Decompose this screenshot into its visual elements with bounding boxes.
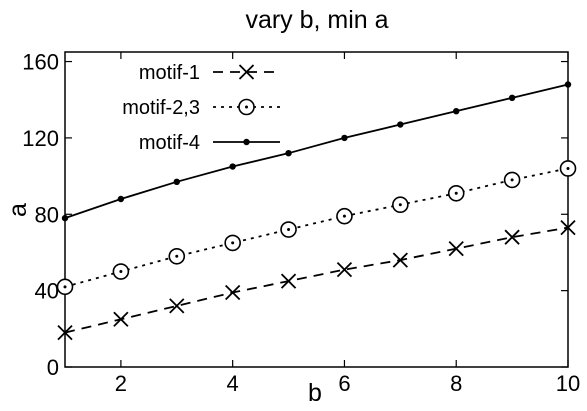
data-point	[448, 240, 464, 257]
series-line	[64, 226, 569, 334]
series-group	[56, 81, 577, 341]
y-tick-label: 0	[47, 355, 59, 380]
legend-marker	[243, 138, 250, 146]
data-point	[397, 121, 404, 128]
data-point	[280, 221, 297, 238]
x-tick-label: 6	[338, 371, 350, 396]
data-point	[341, 134, 348, 142]
data-point	[280, 273, 297, 289]
data-point	[504, 229, 520, 245]
data-point	[57, 324, 73, 341]
x-tick-label: 10	[556, 371, 580, 396]
data-point	[560, 219, 576, 236]
legend-marker	[238, 98, 255, 116]
data-point	[112, 263, 130, 280]
legend-marker	[238, 64, 255, 80]
data-point	[173, 178, 180, 186]
legend-label: motif-2,3	[122, 97, 200, 119]
legend-item: motif-2,3	[122, 97, 280, 119]
data-point	[392, 252, 408, 268]
data-point	[168, 247, 186, 265]
data-point	[447, 184, 465, 202]
data-point	[336, 261, 353, 278]
data-point	[61, 214, 69, 222]
data-point	[564, 81, 572, 88]
data-point	[56, 278, 74, 296]
data-point	[453, 107, 460, 115]
legend-item: motif-4	[139, 132, 280, 154]
legend-item: motif-1	[139, 62, 280, 84]
series-line	[64, 167, 569, 288]
legend-label: motif-4	[139, 132, 200, 154]
legend-label: motif-1	[139, 62, 200, 84]
series-3	[61, 81, 572, 222]
axis-ticks: 2 4 6 8 10 0 40 80 120 160	[22, 50, 580, 396]
x-tick-label: 8	[450, 371, 462, 396]
series-1	[57, 219, 576, 341]
data-point	[169, 298, 185, 314]
legend: motif-1 motif-2,3 motif-4	[122, 62, 280, 154]
y-tick-label: 160	[22, 50, 59, 75]
data-point	[508, 94, 516, 102]
data-point	[336, 207, 353, 225]
data-point	[285, 149, 292, 157]
y-axis-label: a	[4, 203, 32, 217]
x-axis-label: b	[308, 379, 322, 407]
y-tick-label: 40	[35, 279, 59, 304]
series-line	[64, 83, 569, 219]
data-point	[113, 311, 129, 327]
data-point	[224, 234, 241, 252]
chart-title: vary b, min a	[245, 6, 388, 34]
x-tick-label: 4	[227, 371, 239, 396]
data-point	[225, 284, 241, 301]
data-point	[229, 163, 236, 170]
plot-frame	[64, 51, 569, 368]
data-point	[117, 195, 125, 203]
x-tick-label: 2	[115, 371, 127, 396]
data-point	[559, 160, 577, 177]
y-tick-label: 120	[22, 126, 59, 151]
series-2	[56, 160, 577, 296]
data-point	[503, 171, 521, 189]
y-tick-label: 80	[35, 202, 59, 227]
data-point	[392, 196, 409, 214]
